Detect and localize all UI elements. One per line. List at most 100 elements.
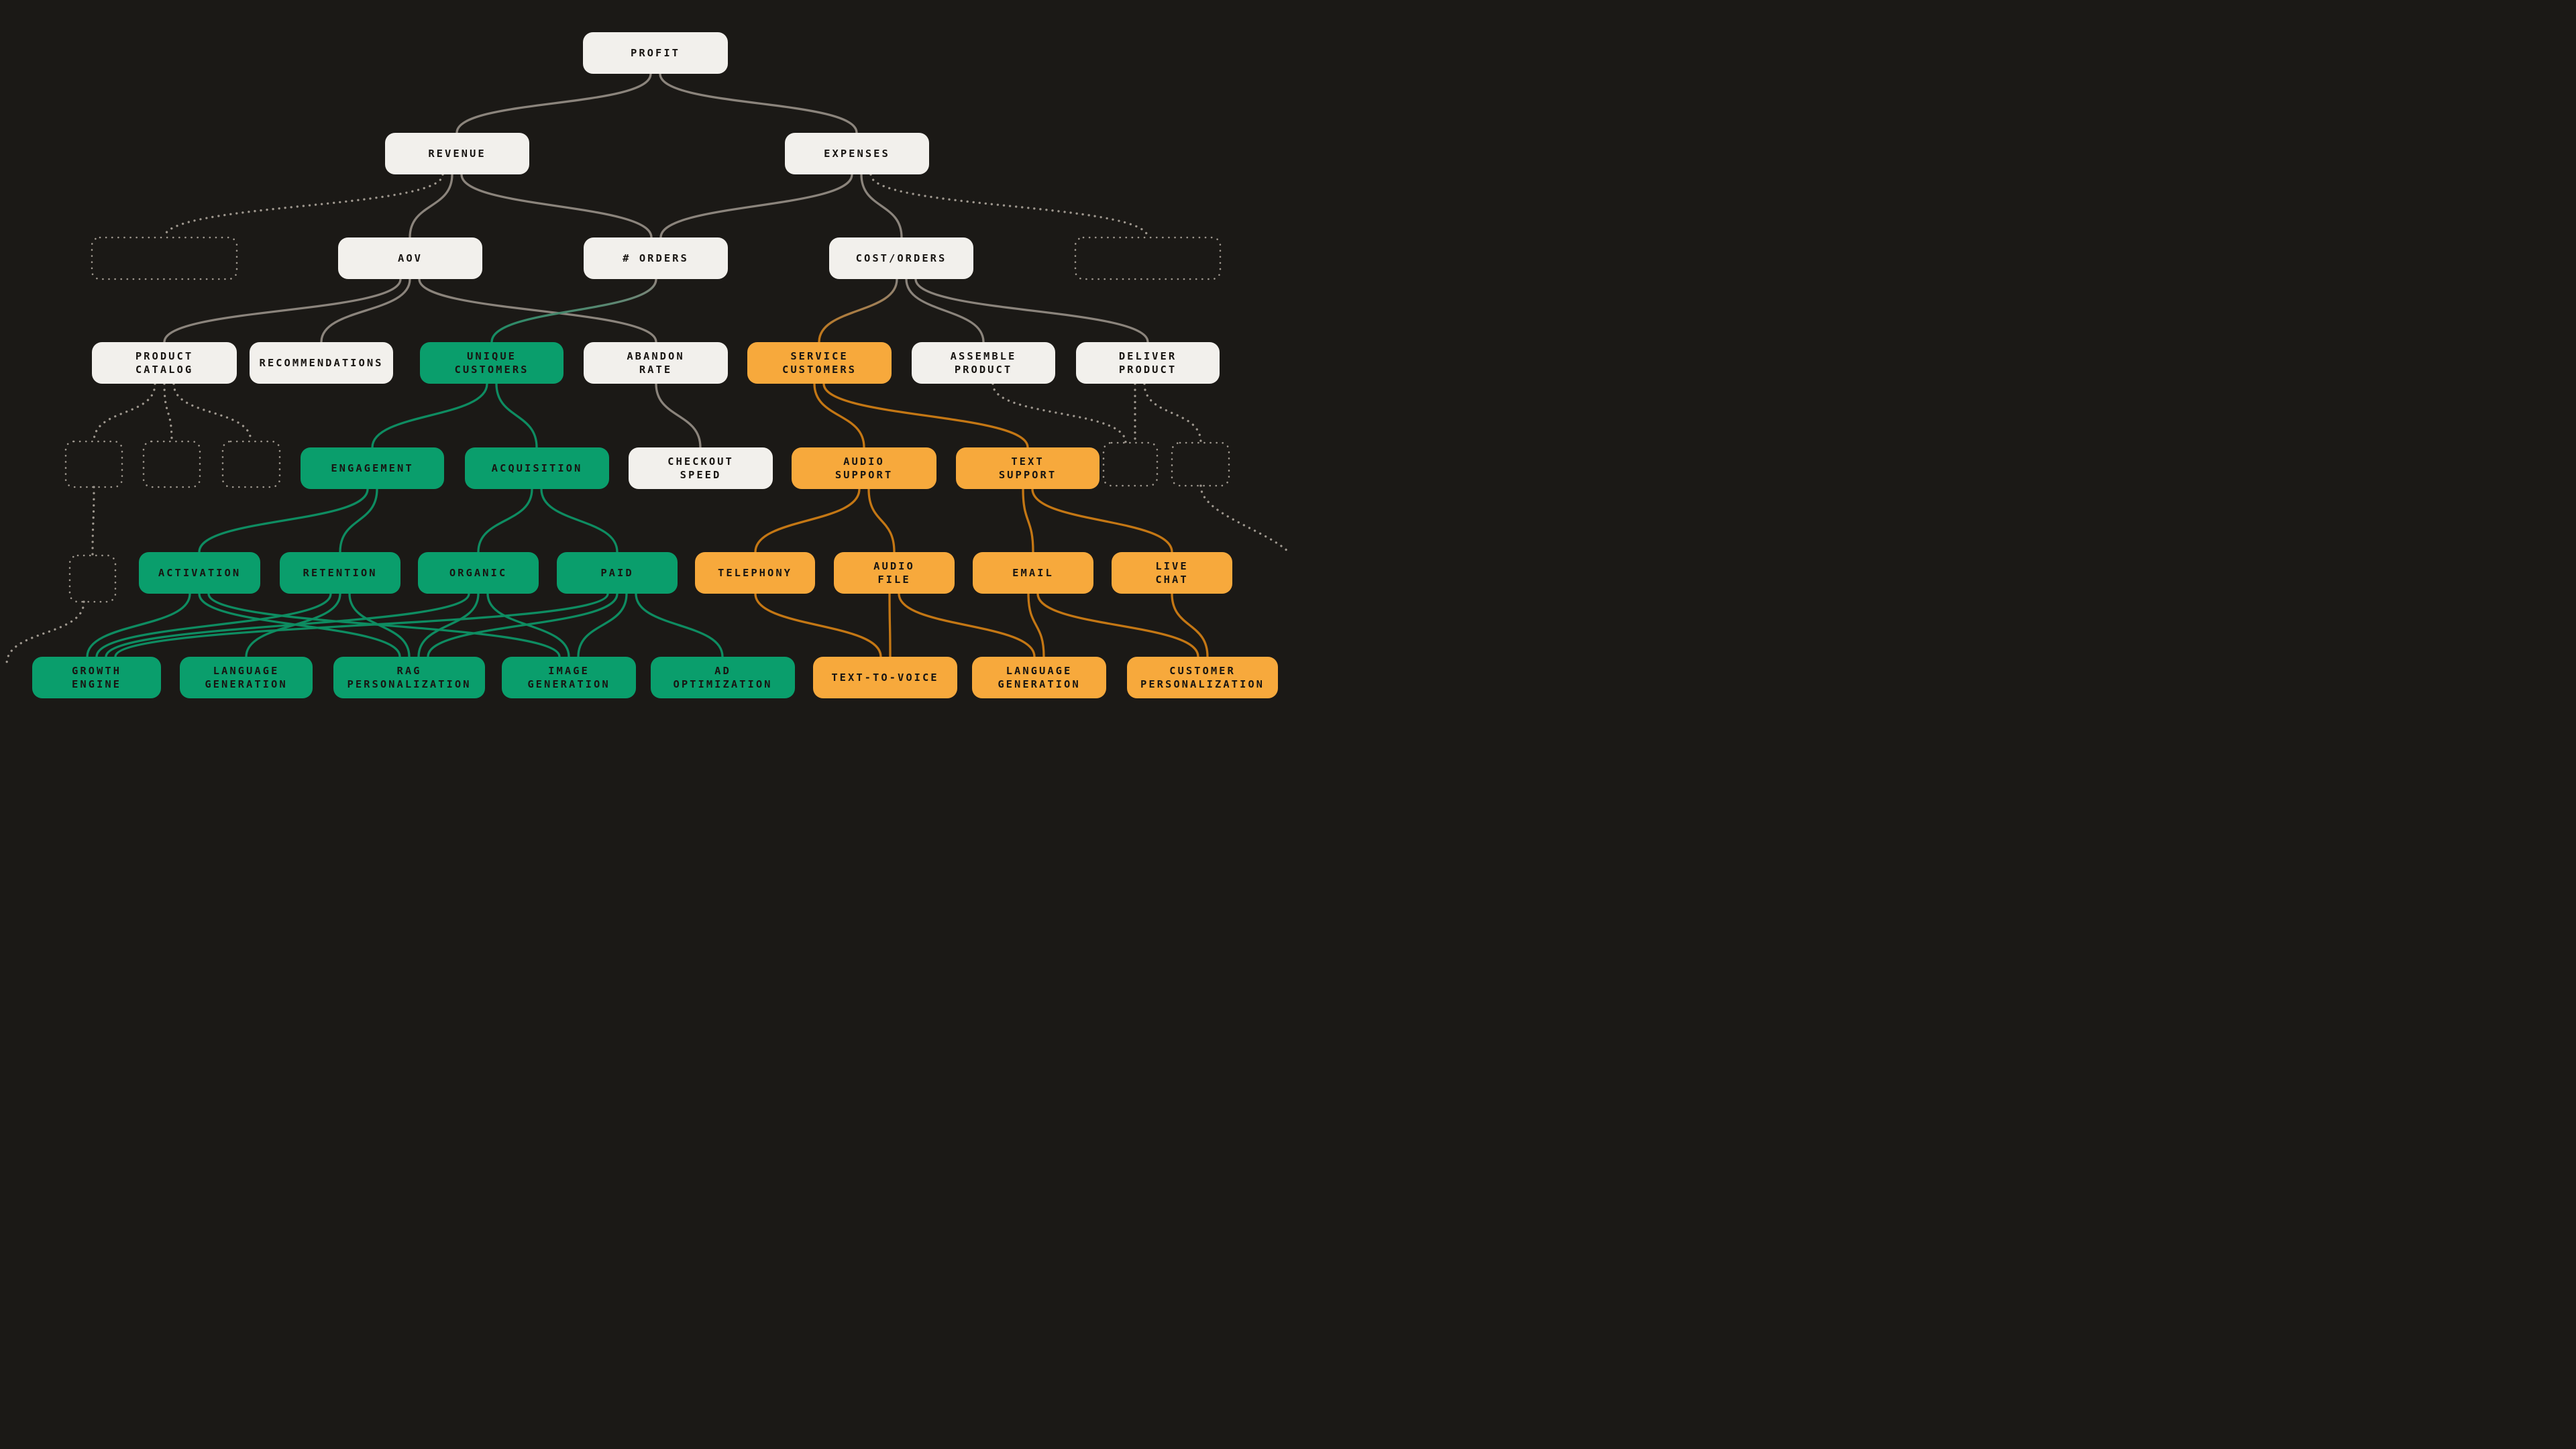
profit-driver-tree-diagram: PROFIT REVENUE EXPENSES AOV # ORDERS COS… — [0, 0, 1288, 724]
edge-organic-rag-personalization — [417, 593, 480, 657]
node-revenue-label: REVENUE — [428, 147, 486, 160]
node-text-to-voice[interactable]: TEXT-TO-VOICE — [813, 657, 957, 698]
node-activation[interactable]: ACTIVATION — [139, 552, 260, 594]
edge-deliver-product-ph-e2 — [1143, 382, 1202, 444]
node-num-orders-label: # ORDERS — [623, 252, 689, 264]
node-organic-label: ORGANIC — [449, 566, 508, 579]
edge-telephony-text-to-voice — [754, 593, 882, 657]
node-product-catalog-label: PRODUCT CATALOG — [135, 350, 194, 376]
placeholder-node-a — [91, 236, 238, 280]
edge-orders-unique-customers — [490, 278, 657, 343]
edge-audio-support-telephony — [754, 488, 861, 553]
node-cost-orders-label: COST/ORDERS — [855, 252, 947, 264]
node-growth-engine[interactable]: GROWTH ENGINE — [32, 657, 161, 698]
node-growth-engine-label: GROWTH ENGINE — [72, 664, 121, 690]
edge-email-customer-personalization — [1036, 593, 1199, 657]
edge-cost-orders-service-customers — [818, 278, 898, 343]
node-checkout-speed[interactable]: CHECKOUT SPEED — [629, 447, 773, 489]
node-retention[interactable]: RETENTION — [280, 552, 400, 594]
node-num-orders[interactable]: # ORDERS — [584, 237, 728, 279]
edge-aov-product-catalog — [163, 278, 402, 343]
edge-profit-revenue — [455, 73, 652, 133]
edge-ph-c1-ph-d — [91, 486, 95, 557]
node-live-chat[interactable]: LIVE CHAT — [1112, 552, 1232, 594]
node-organic[interactable]: ORGANIC — [418, 552, 539, 594]
node-cost-orders[interactable]: COST/ORDERS — [829, 237, 973, 279]
edge-email-language-generation-2 — [1027, 593, 1045, 657]
edge-acquisition-paid — [540, 488, 619, 553]
node-image-generation[interactable]: IMAGE GENERATION — [502, 657, 636, 698]
node-rag-personalization[interactable]: RAG PERSONALIZATION — [333, 657, 485, 698]
node-rag-personalization-label: RAG PERSONALIZATION — [347, 664, 472, 690]
node-unique-customers-label: UNIQUE CUSTOMERS — [454, 350, 529, 376]
node-paid-label: PAID — [600, 566, 634, 579]
edge-ph-d-offcanvas-left — [5, 600, 85, 665]
node-language-generation[interactable]: LANGUAGE GENERATION — [180, 657, 313, 698]
node-email[interactable]: EMAIL — [973, 552, 1093, 594]
node-text-to-voice-label: TEXT-TO-VOICE — [831, 671, 939, 684]
edge-ph-e2-offcanvas-right — [1199, 484, 1288, 553]
node-retention-label: RETENTION — [303, 566, 378, 579]
node-language-generation-2-label: LANGUAGE GENERATION — [998, 664, 1081, 690]
placeholder-node-e1 — [1102, 441, 1159, 487]
edge-activation-growth-engine — [86, 593, 191, 657]
node-image-generation-label: IMAGE GENERATION — [527, 664, 610, 690]
placeholder-node-d — [68, 554, 117, 603]
node-engagement[interactable]: ENGAGEMENT — [301, 447, 444, 489]
node-assemble-product[interactable]: ASSEMBLE PRODUCT — [912, 342, 1055, 384]
edge-product-catalog-ph-c1 — [93, 382, 156, 443]
node-recommendations-label: RECOMMENDATIONS — [259, 356, 384, 369]
node-live-chat-label: LIVE CHAT — [1155, 559, 1189, 586]
node-audio-file-label: AUDIO FILE — [873, 559, 915, 586]
node-unique-customers[interactable]: UNIQUE CUSTOMERS — [420, 342, 564, 384]
node-paid[interactable]: PAID — [557, 552, 678, 594]
edge-product-catalog-ph-c2 — [163, 382, 173, 443]
edge-paid-rag-personalization — [427, 593, 619, 657]
connector-layer — [5, 73, 1288, 665]
edge-expenses-ph-b — [869, 173, 1149, 239]
node-ad-optimization[interactable]: AD OPTIMIZATION — [651, 657, 795, 698]
node-activation-label: ACTIVATION — [158, 566, 241, 579]
node-service-customers-label: SERVICE CUSTOMERS — [782, 350, 857, 376]
node-audio-support[interactable]: AUDIO SUPPORT — [792, 447, 936, 489]
edge-cost-orders-deliver-product — [914, 278, 1149, 343]
edge-assemble-product-ph-e1 — [991, 382, 1127, 444]
node-audio-file[interactable]: AUDIO FILE — [834, 552, 955, 594]
edge-activation-image-generation — [207, 593, 561, 657]
edge-product-catalog-ph-c3 — [172, 382, 252, 443]
node-abandon-rate[interactable]: ABANDON RATE — [584, 342, 728, 384]
node-acquisition[interactable]: ACQUISITION — [465, 447, 609, 489]
node-profit-label: PROFIT — [631, 46, 680, 59]
placeholder-node-e2 — [1171, 441, 1230, 487]
node-audio-support-label: AUDIO SUPPORT — [835, 455, 894, 481]
edge-revenue-aov — [409, 174, 453, 238]
edge-unique-customers-engagement — [371, 383, 488, 448]
node-revenue[interactable]: REVENUE — [385, 133, 529, 174]
edge-revenue-ph-a — [163, 173, 444, 239]
node-expenses[interactable]: EXPENSES — [785, 133, 929, 174]
node-profit[interactable]: PROFIT — [583, 32, 728, 74]
node-deliver-product[interactable]: DELIVER PRODUCT — [1076, 342, 1220, 384]
edge-engagement-activation — [198, 488, 369, 553]
edge-paid-image-generation — [577, 593, 628, 657]
node-abandon-rate-label: ABANDON RATE — [627, 350, 685, 376]
node-service-customers[interactable]: SERVICE CUSTOMERS — [747, 342, 892, 384]
node-text-support[interactable]: TEXT SUPPORT — [956, 447, 1099, 489]
node-customer-personalization[interactable]: CUSTOMER PERSONALIZATION — [1127, 657, 1278, 698]
edge-audio-support-audio-file — [867, 488, 896, 553]
node-language-generation-2[interactable]: LANGUAGE GENERATION — [972, 657, 1106, 698]
edge-service-customers-audio-support — [813, 383, 865, 448]
edge-engagement-retention — [339, 488, 378, 553]
edge-acquisition-organic — [477, 488, 533, 553]
node-aov[interactable]: AOV — [338, 237, 482, 279]
node-product-catalog[interactable]: PRODUCT CATALOG — [92, 342, 237, 384]
node-acquisition-label: ACQUISITION — [491, 462, 583, 474]
node-telephony-label: TELEPHONY — [718, 566, 792, 579]
edge-text-support-email — [1022, 488, 1034, 553]
edge-service-customers-text-support — [822, 383, 1029, 448]
edge-abandon-rate-checkout-speed — [655, 383, 702, 448]
node-language-generation-label: LANGUAGE GENERATION — [205, 664, 288, 690]
node-telephony[interactable]: TELEPHONY — [695, 552, 815, 594]
node-recommendations[interactable]: RECOMMENDATIONS — [250, 342, 393, 384]
edge-paid-growth-engine — [114, 593, 609, 657]
